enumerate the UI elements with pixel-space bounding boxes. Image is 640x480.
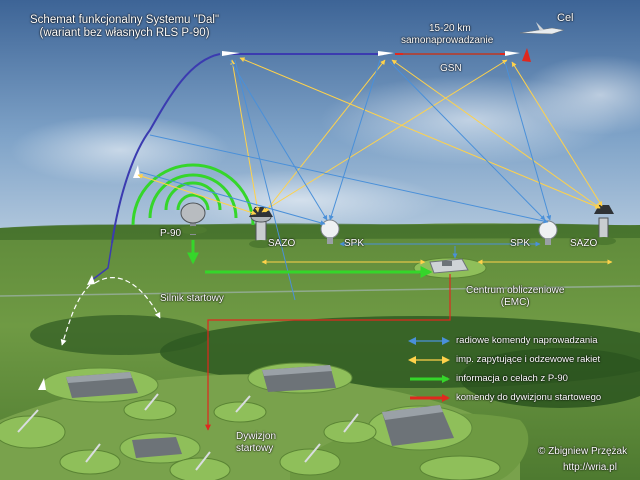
emc-label: Centrum obliczeniowe (EMC)	[466, 285, 564, 308]
bunker-2	[247, 362, 353, 394]
launch-site	[0, 362, 529, 480]
copyright-text: © Zbigniew Przężak	[538, 446, 628, 457]
title-line-1: Schemat funkcjonalny Systemu "Dal"	[30, 14, 220, 26]
bunker-4	[119, 432, 201, 464]
legend-label: informacja o celach z P-90	[456, 373, 568, 384]
target-label: Cel	[557, 12, 574, 24]
legend-item: informacja o celach z P-90	[398, 371, 638, 390]
battalion-label: Dywizjon startowy	[236, 431, 276, 454]
source-url: http://wria.pl	[563, 462, 617, 473]
emc-label-line-1: Centrum obliczeniowe	[466, 285, 565, 296]
missile-flight-path	[91, 53, 385, 281]
legend-swatch	[410, 375, 450, 383]
bunker-3	[367, 405, 473, 451]
tree-line	[0, 223, 640, 240]
battalion-label-line-1: Dywizjon	[236, 431, 277, 442]
target-info-links	[187, 240, 433, 278]
missile-sprites	[38, 51, 520, 390]
interrogation-links	[137, 57, 613, 265]
homing-label: samonaprowadzanie	[401, 35, 494, 46]
booster-label: Silnik startowy	[160, 293, 224, 304]
emc-label-line-2: (EMC)	[500, 296, 530, 308]
sazo-left-label: SAZO	[268, 238, 296, 249]
legend-label: komendy do dywizjonu startowego	[456, 392, 602, 403]
p90-label: P-90	[160, 228, 182, 239]
sazo-right-label: SAZO	[570, 238, 598, 249]
radio-command-links	[139, 59, 552, 301]
p90-radar	[179, 202, 207, 235]
battalion-label-line-2: startowy	[236, 442, 274, 454]
booster-trajectory	[60, 277, 161, 346]
legend-swatch	[410, 394, 450, 402]
legend: radiowe komendy naprowadzania imp. zapytu…	[398, 333, 638, 409]
spk-right-label: SPK	[510, 238, 531, 249]
title-line-2: (wariant bez własnych RLS P-90)	[39, 27, 210, 40]
legend-label: radiowe komendy naprowadzania	[456, 335, 598, 346]
range-value: 15-20 km	[429, 23, 471, 34]
legend-label: imp. zapytujące i odzewowe rakiet	[456, 354, 601, 365]
bunker-1	[41, 367, 159, 403]
gsn-label: GSN	[440, 63, 462, 74]
range-label: 15-20 km	[429, 23, 471, 35]
legend-item: komendy do dywizjonu startowego	[398, 390, 638, 409]
launch-command-link	[205, 274, 451, 431]
spk-left-label: SPK	[344, 238, 365, 249]
legend-swatch	[408, 356, 450, 364]
legend-item: imp. zapytujące i odzewowe rakiet	[398, 352, 638, 371]
legend-item: radiowe komendy naprowadzania	[398, 333, 638, 352]
launchers	[17, 393, 359, 471]
road	[0, 285, 640, 297]
diagram-title: Schemat funkcjonalny Systemu "Dal" (wari…	[30, 14, 219, 40]
sazo-right-station	[592, 205, 616, 245]
legend-swatch	[408, 337, 450, 345]
launcher-pads	[0, 399, 501, 480]
